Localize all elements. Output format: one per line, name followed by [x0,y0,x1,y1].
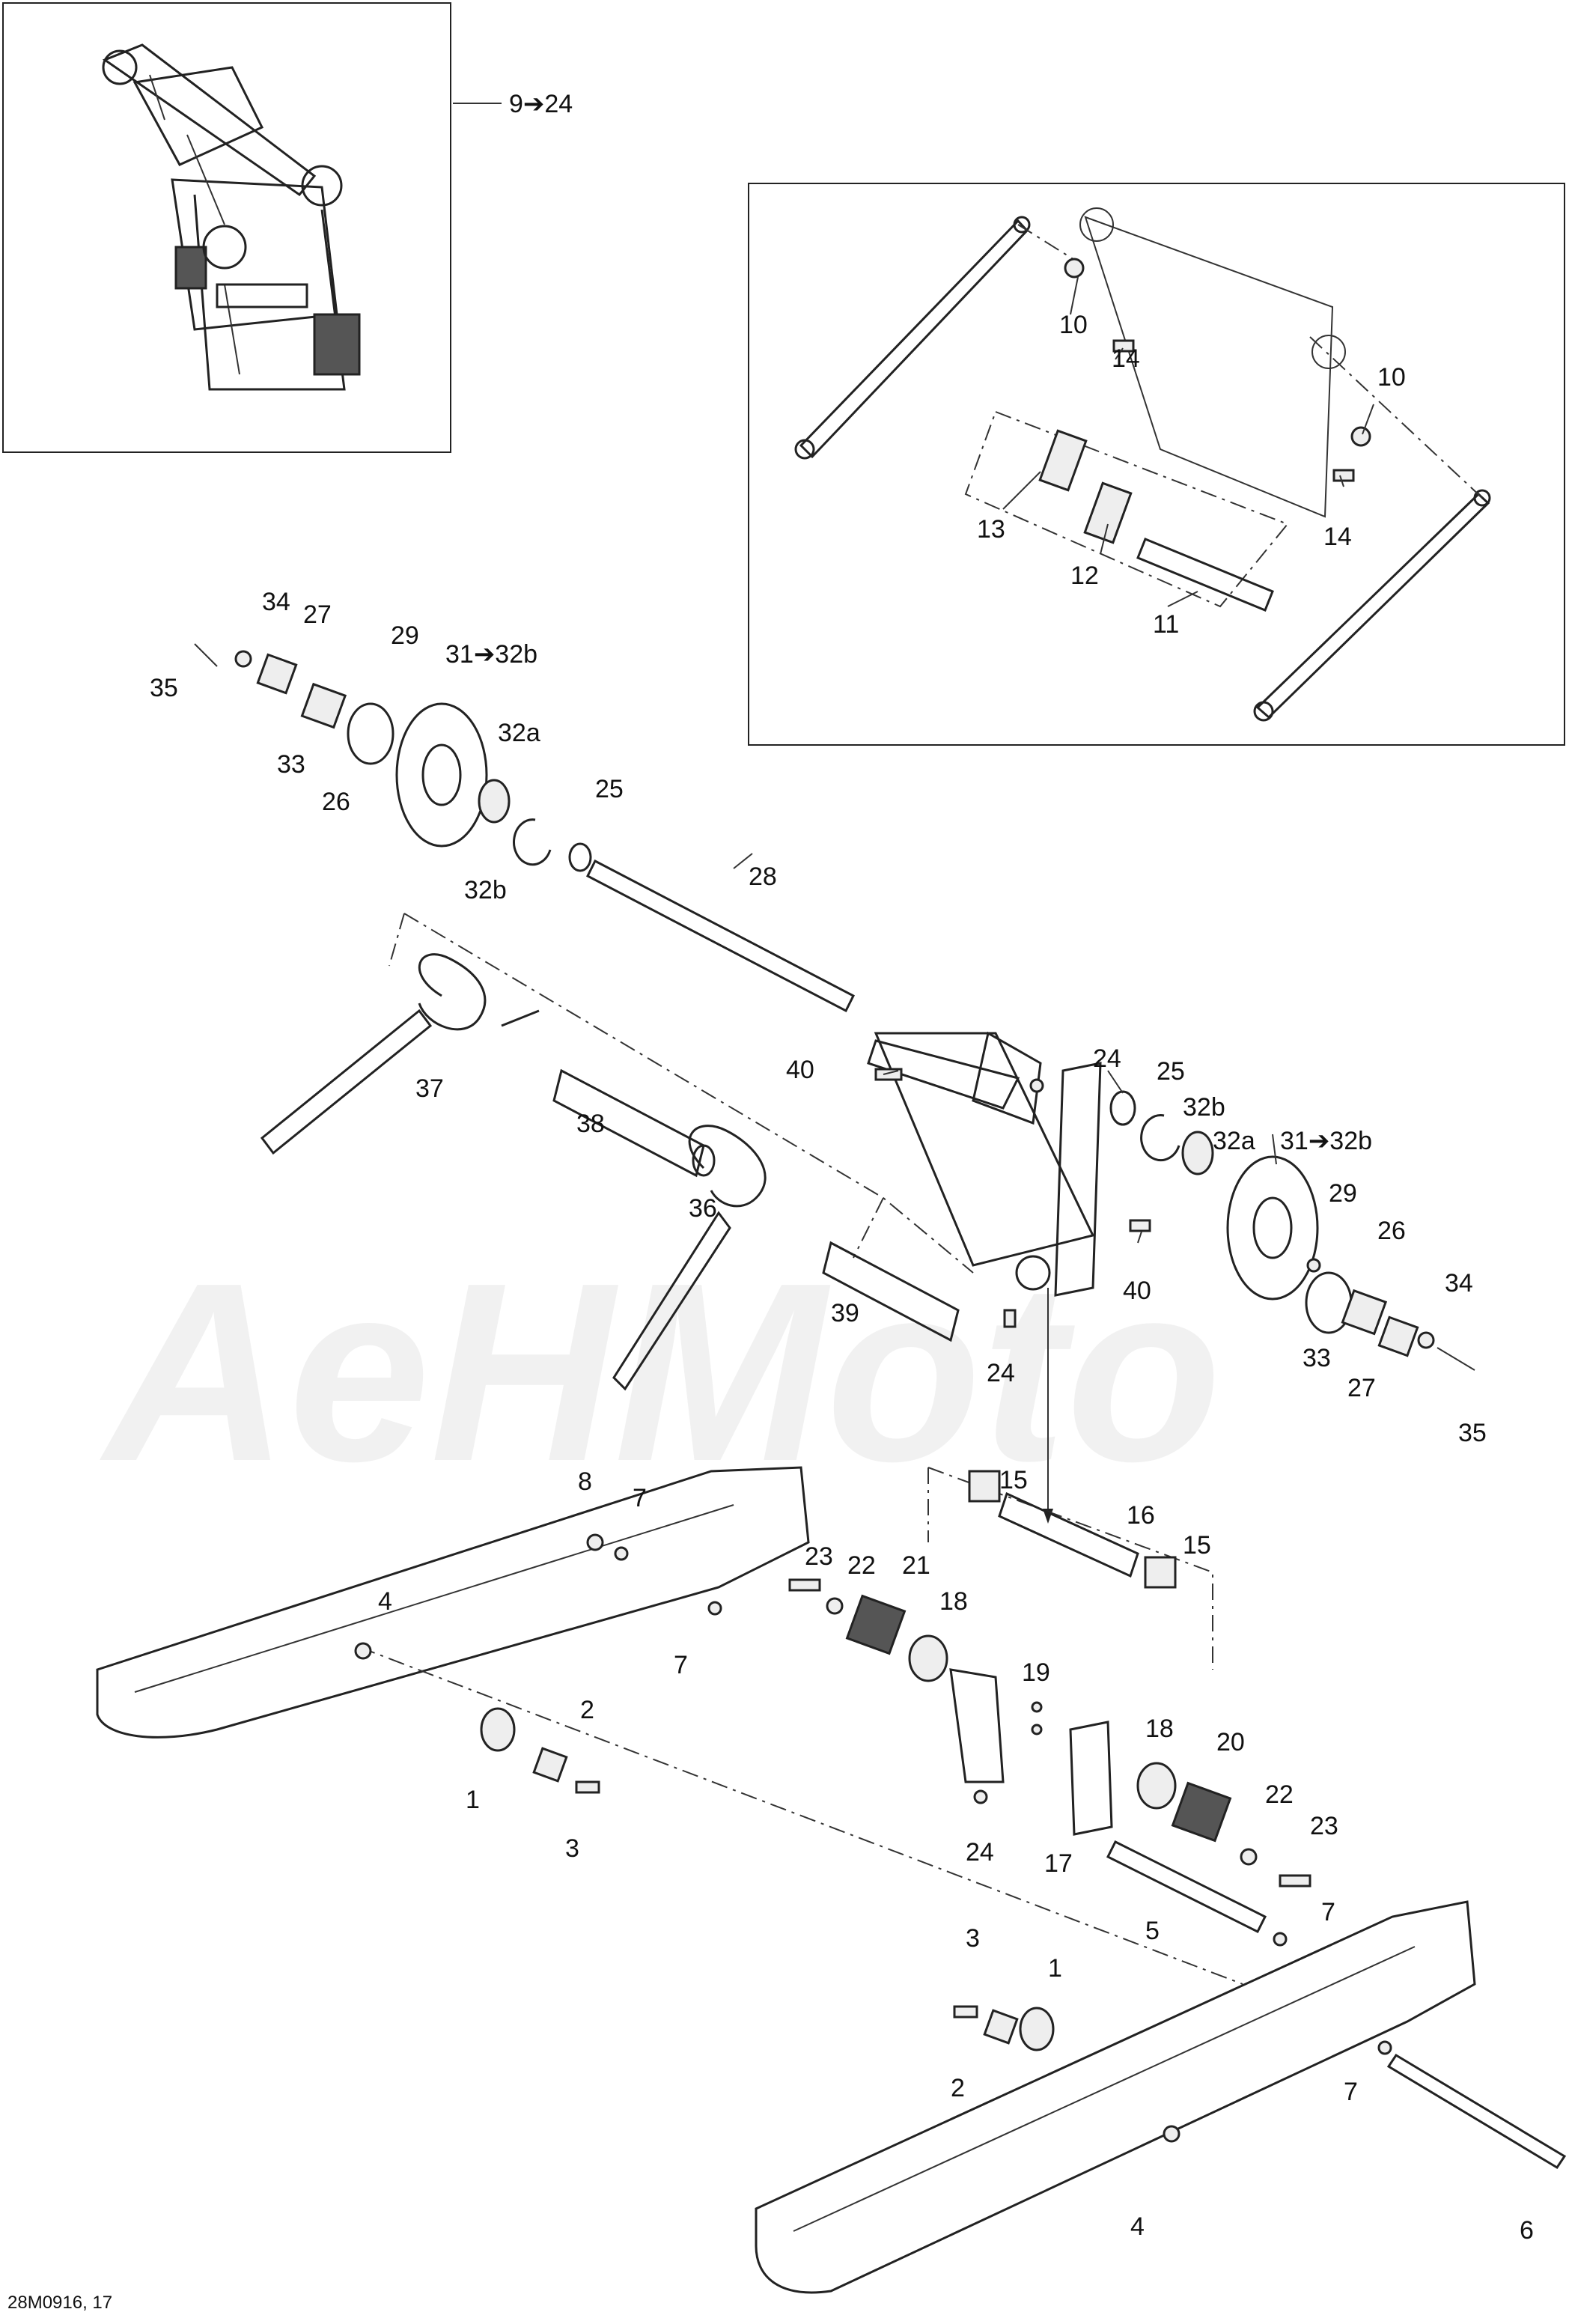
callout-labels: 9➔24 10 10 14 14 13 12 11 34 27 29 31➔32… [150,90,1534,2245]
callout-22: 22 [847,1551,876,1580]
callout-24: 24 [987,1359,1015,1387]
callout-25: 25 [595,775,624,803]
callout-7: 7 [633,1484,647,1512]
callout-15: 15 [999,1466,1028,1494]
callout-7: 7 [1344,2078,1358,2106]
callout-7: 7 [1321,1898,1335,1926]
leader-lines [733,276,1374,1244]
inset-box-arms [748,183,1565,746]
callout-15: 15 [1183,1531,1211,1560]
callout-33: 33 [277,750,305,779]
callout-14: 14 [1323,523,1352,551]
callout-10: 10 [1377,363,1406,392]
callout-9-24: 9➔24 [509,90,573,118]
callout-31-32b: 31➔32b [1280,1127,1372,1155]
callout-24: 24 [966,1838,994,1867]
callout-11: 11 [1153,610,1179,639]
callout-32b: 32b [464,876,507,904]
callout-34: 34 [262,588,290,616]
callout-16: 16 [1127,1501,1155,1530]
callout-23: 23 [1310,1812,1338,1840]
callout-14: 14 [1112,344,1140,373]
callout-4: 4 [378,1587,392,1616]
callout-34: 34 [1445,1269,1473,1298]
watermark: AeHMoto [97,1230,1222,1515]
callout-28: 28 [749,863,777,891]
callout-36: 36 [689,1194,717,1223]
callout-37: 37 [415,1074,444,1103]
callout-4: 4 [1130,2212,1145,2241]
rails-and-mounts [96,1466,1567,2294]
callout-35: 35 [150,674,178,702]
callout-40: 40 [786,1056,814,1084]
callout-27: 27 [303,600,332,629]
callout-26: 26 [322,788,350,816]
callout-13: 13 [977,515,1005,544]
callout-27: 27 [1347,1374,1376,1402]
callout-3: 3 [966,1924,980,1953]
callout-29: 29 [391,621,419,650]
callout-24: 24 [1093,1044,1121,1073]
callout-32a: 32a [1213,1127,1255,1155]
callout-31-32b: 31➔32b [445,640,537,669]
callout-32b: 32b [1183,1093,1225,1122]
callout-29: 29 [1329,1179,1357,1208]
callout-8: 8 [578,1467,592,1496]
callout-2: 2 [951,2074,965,2102]
callout-18: 18 [1145,1715,1174,1743]
callout-38: 38 [576,1110,605,1138]
callout-7: 7 [674,1651,688,1679]
callout-1: 1 [1048,1954,1062,1983]
callout-25: 25 [1157,1057,1185,1086]
figure-code: 28M0916, 17 [7,2293,113,2313]
rear-arm-assembly [794,207,1491,722]
upper-shaft-group [194,643,1475,1524]
callout-26: 26 [1377,1217,1406,1245]
callout-23: 23 [805,1542,833,1571]
callout-17: 17 [1044,1849,1073,1878]
inset-frame-box [2,2,451,453]
callout-21: 21 [902,1551,930,1580]
callout-18: 18 [939,1587,968,1616]
callout-1: 1 [466,1786,480,1814]
callout-6: 6 [1520,2216,1534,2245]
callout-20: 20 [1216,1728,1245,1756]
callout-2: 2 [580,1696,594,1724]
frame-assembly-inset [102,43,361,391]
callout-3: 3 [565,1834,579,1863]
callout-10: 10 [1059,311,1088,339]
callout-32a: 32a [498,719,540,747]
callout-33: 33 [1303,1344,1331,1372]
callout-39: 39 [831,1299,859,1327]
callout-19: 19 [1022,1658,1050,1687]
callout-12: 12 [1070,562,1099,590]
callout-40: 40 [1123,1277,1151,1305]
callout-5: 5 [1145,1917,1160,1945]
callout-22: 22 [1265,1780,1294,1809]
callout-35: 35 [1458,1419,1487,1447]
